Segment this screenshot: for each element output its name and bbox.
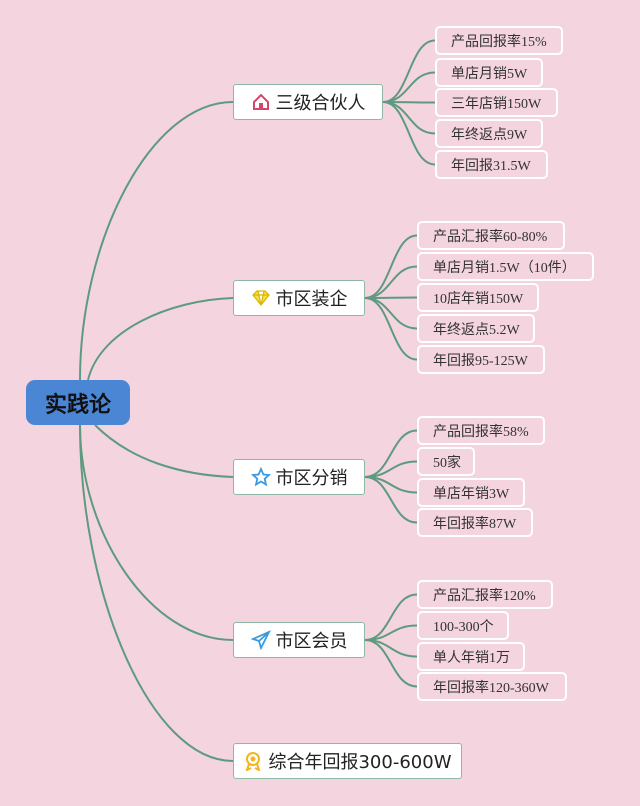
branch-decoration[interactable]: 市区装企 — [233, 280, 365, 316]
leaf-node[interactable]: 年回报率120-360W — [417, 672, 567, 701]
paper-plane-icon — [250, 630, 271, 650]
connector-line — [382, 71, 436, 103]
connector-line — [382, 39, 436, 103]
branch-label: 市区会员 — [275, 631, 348, 652]
branch-label: 三级合伙人 — [275, 93, 366, 114]
leaf-node[interactable]: 50家 — [417, 447, 475, 476]
leaf-node[interactable]: 三年店销150W — [435, 88, 558, 117]
connector-line — [364, 296, 418, 299]
leaf-node[interactable]: 单店月销1.5W（10件） — [417, 252, 594, 281]
connector-line — [79, 424, 234, 762]
branch-member[interactable]: 市区会员 — [233, 622, 365, 658]
connector-line — [364, 297, 418, 330]
leaf-node[interactable]: 产品回报率58% — [417, 416, 545, 445]
connector-line — [94, 424, 234, 478]
connector-line — [364, 265, 418, 299]
connector-line — [382, 101, 436, 166]
connector-line — [364, 234, 418, 299]
house-icon — [252, 93, 269, 110]
connector-line — [87, 297, 234, 381]
leaf-node[interactable]: 产品汇报率60-80% — [417, 221, 565, 250]
connector-line — [79, 424, 234, 641]
leaf-node[interactable]: 年回报率87W — [417, 508, 533, 537]
diamond-icon — [251, 290, 270, 306]
root-node[interactable]: 实践论 — [26, 380, 130, 425]
award-icon — [246, 752, 261, 771]
leaf-node[interactable]: 100-300个 — [417, 611, 509, 640]
leaf-node[interactable]: 10店年销150W — [417, 283, 539, 312]
branch-label: 市区分销 — [275, 468, 348, 489]
leaf-node[interactable]: 单店月销5W — [435, 58, 543, 87]
branch-distribution[interactable]: 市区分销 — [233, 459, 365, 495]
leaf-node[interactable]: 单人年销1万 — [417, 642, 525, 671]
connector-line — [364, 639, 418, 688]
star-icon — [250, 467, 271, 487]
leaf-node[interactable]: 产品回报率15% — [435, 26, 563, 55]
connector-line — [79, 101, 234, 381]
connector-line — [382, 101, 436, 135]
connector-line — [364, 476, 418, 524]
leaf-node[interactable]: 年回报31.5W — [435, 150, 548, 179]
branch-partner[interactable]: 三级合伙人 — [233, 84, 383, 120]
leaf-node[interactable]: 年终返点9W — [435, 119, 543, 148]
leaf-node[interactable]: 产品汇报率120% — [417, 580, 553, 609]
leaf-node[interactable]: 年回报95-125W — [417, 345, 545, 374]
connector-line — [364, 297, 418, 361]
leaf-node[interactable]: 单店年销3W — [417, 478, 525, 507]
leaf-node[interactable]: 年终返点5.2W — [417, 314, 535, 343]
branch-total-return[interactable]: 综合年回报300-600W — [233, 743, 462, 779]
branch-label: 综合年回报300-600W — [268, 752, 452, 773]
branch-label: 市区装企 — [275, 289, 348, 310]
root-label: 实践论 — [44, 392, 111, 418]
